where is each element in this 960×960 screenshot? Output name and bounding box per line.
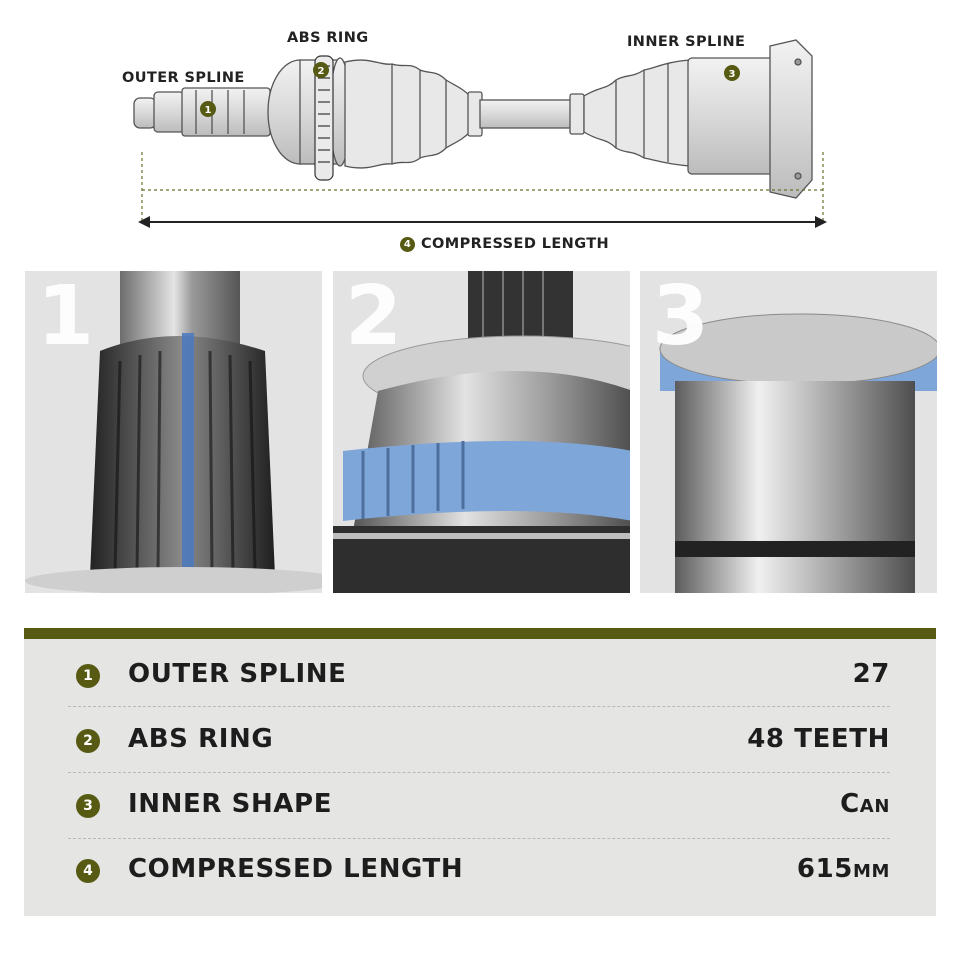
spec-name: ABS RING [128,724,274,754]
callout-badge-3: 3 [724,65,740,81]
detail-panel-abs-ring: 2 [333,271,630,593]
abs-ring-closeup-image [333,271,630,593]
row-divider [68,838,890,839]
row-divider [68,706,890,707]
inner-can-closeup-image [659,313,937,593]
spec-row-inner-shape: 3 INNER SHAPE Can [68,773,890,837]
spec-name: OUTER SPLINE [128,659,347,689]
spec-badge-2: 2 [76,729,100,753]
callout-inner-spline: INNER SPLINE [627,34,746,50]
spec-value: 27 [852,659,890,689]
spec-name: INNER SHAPE [128,789,333,819]
spec-row-compressed-length: 4 COMPRESSED LENGTH 615mm [68,838,890,902]
spec-table-accent-bar [24,628,936,639]
spec-badge-3: 3 [76,794,100,818]
callout-badge-2: 2 [313,62,329,78]
detail-panel-inner-can: 3 [640,271,937,593]
callout-badge-4: 4 [400,236,415,252]
spec-value: Can [840,789,890,819]
spec-row-abs-ring: 2 ABS RING 48 TEETH [68,708,890,772]
panel-number-3: 3 [652,271,710,364]
detail-panel-outer-spline: 1 [25,271,322,593]
inner-can-shape [687,39,813,199]
outer-stub-shape [133,87,271,137]
callout-outer-spline: OUTER SPLINE [122,70,245,86]
svg-text:2: 2 [318,66,325,77]
panel-number-2: 2 [345,271,403,364]
outer-cv-housing [267,57,351,167]
row-divider [68,772,890,773]
shaft-shape [479,99,577,129]
svg-text:3: 3 [729,69,736,80]
axle-diagram: 1 2 3 OUTER SPLINE ABS RING INNER SPLINE… [0,0,960,262]
panel-number-1: 1 [37,271,95,364]
spec-badge-4: 4 [76,859,100,883]
cv-axle-drawing: 1 2 3 [133,39,827,228]
callout-compressed-length-label: COMPRESSED LENGTH [421,236,610,252]
length-dimension [138,152,827,228]
spec-badge-1: 1 [76,664,100,688]
inner-boot-shape [569,59,691,167]
abs-ring-shape [314,55,334,181]
spec-name: COMPRESSED LENGTH [128,854,464,884]
outer-spline-closeup-image [25,271,322,593]
spec-table: 1 OUTER SPLINE 27 2 ABS RING 48 TEETH 3 … [24,628,936,916]
spec-value: 48 TEETH [747,724,890,754]
callout-badge-1: 1 [200,101,216,117]
callout-compressed-length: 4 COMPRESSED LENGTH [400,236,609,252]
spec-row-outer-spline: 1 OUTER SPLINE 27 [68,643,890,707]
callout-abs-ring: ABS RING [287,30,369,46]
svg-text:1: 1 [205,105,212,116]
spec-value: 615mm [796,854,890,884]
outer-boot-shape [344,59,483,169]
